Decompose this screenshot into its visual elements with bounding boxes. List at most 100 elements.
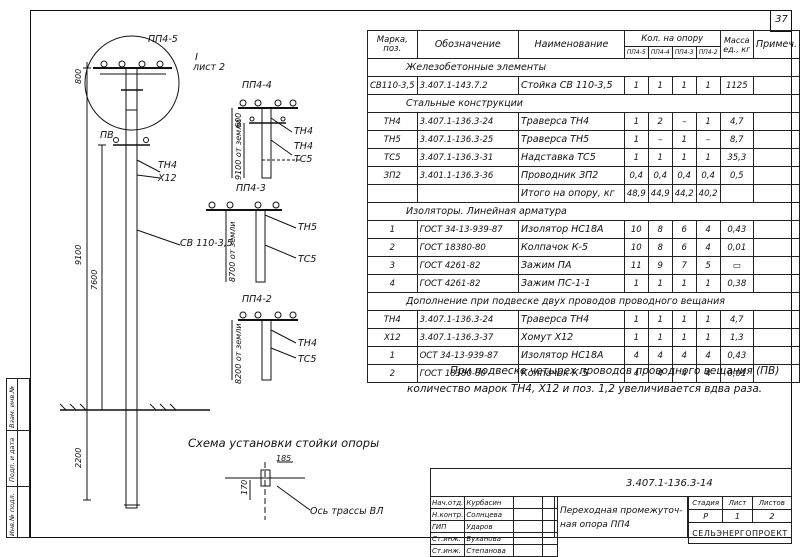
spec-cell: ТН5: [367, 130, 418, 149]
spec-cell: ТН4: [367, 310, 418, 329]
spec-cell: ГОСТ 18380-80: [416, 238, 519, 257]
stamp-replace: Взам. инв.№: [8, 385, 16, 428]
spec-section-title: Стальные конструкции: [367, 94, 800, 113]
spec-cell: 1: [695, 328, 721, 347]
label-tn4-main: ТН4: [158, 160, 177, 171]
spec-cell: [752, 220, 800, 239]
spec-cell: 1: [671, 328, 697, 347]
spec-cell: [752, 274, 800, 293]
spec-cell: 6: [671, 220, 697, 239]
th-note: Примеч.: [752, 30, 800, 59]
spec-cell: Изолятор НС18А: [517, 346, 625, 365]
spec-cell: 3.407.1-136.3-31: [416, 148, 519, 167]
spec-cell: Итого на опору, кг: [517, 184, 625, 203]
spec-cell: 4: [647, 364, 673, 383]
spec-table: Марка, поз. Обозначение Наименование Кол…: [367, 30, 800, 383]
spec-cell: 40,2: [695, 184, 721, 203]
spec-cell: ▭: [719, 256, 754, 275]
spec-section-row: Дополнение при подвеске двух проводов пр…: [367, 292, 800, 311]
signature-person: Ударов: [464, 520, 515, 533]
spec-section-title: Железобетонные элементы: [367, 58, 800, 77]
label-ts5-c: ТС5: [298, 354, 317, 365]
signature-row: Нач.отд.Курбасин: [429, 496, 559, 509]
dim-185: 185: [276, 454, 292, 463]
spec-cell: [752, 238, 800, 257]
spec-cell: 1: [623, 274, 649, 293]
spec-cell: [367, 184, 418, 203]
spec-cell: [752, 112, 800, 131]
label-pv: ПВ: [100, 130, 114, 141]
signature-person: Буханова: [464, 532, 515, 545]
label-tn4-a: ТН4: [294, 126, 313, 137]
spec-cell: ТН4: [367, 112, 418, 131]
spec-cell: СВ110-3,5: [367, 76, 418, 95]
stage-value: Р: [687, 509, 724, 523]
spec-cell: 1: [623, 148, 649, 167]
dim-ground-9100: 9100 от земли: [234, 119, 243, 180]
spec-cell: ГОСТ 4261-82: [416, 256, 519, 275]
spec-cell: [752, 166, 800, 185]
spec-cell: 4: [623, 346, 649, 365]
spec-cell: Стойка СВ 110-3,5: [517, 76, 625, 95]
th-mark: Марка, поз.: [367, 30, 418, 59]
spec-cell: 44,9: [647, 184, 673, 203]
signature-mark: [513, 508, 544, 521]
sheet-value: 1: [722, 509, 753, 523]
th-mass: Масса ед., кг: [719, 30, 754, 59]
spec-cell: 0,38: [719, 274, 754, 293]
spec-cell: 4: [695, 238, 721, 257]
spec-cell: 4: [671, 364, 697, 383]
spec-cell: 1: [623, 310, 649, 329]
dim-ground-8700: 8700 от земли: [228, 221, 237, 282]
doc-code: 3.407.1-136.3-14: [626, 478, 713, 489]
spec-cell: 1: [623, 130, 649, 149]
spec-cell: 4: [695, 346, 721, 365]
label-tn4-b: ТН4: [294, 141, 313, 152]
spec-cell: 1: [695, 274, 721, 293]
signature-mark: [513, 496, 544, 509]
spec-cell: 1: [623, 112, 649, 131]
spec-cell: 3.407.1-136.3-37: [416, 328, 519, 347]
spec-cell: 0,5: [719, 166, 754, 185]
signature-mark: [513, 544, 544, 557]
spec-cell: 4: [695, 220, 721, 239]
spec-cell: –: [647, 130, 673, 149]
th-qty-sub: ПП4-3: [671, 46, 697, 59]
note-line-2: количество марок ТН4, Х12 и поз. 1,2 уве…: [407, 383, 763, 395]
label-tn4-c: ТН4: [298, 338, 317, 349]
dim-ground-8200: 8200 от земли: [234, 323, 243, 384]
side-stamp: Инв.№ подл. Подп. и дата Взам. инв.№: [6, 378, 30, 538]
spec-cell: Зажим ПС-1-1: [517, 274, 625, 293]
spec-cell: 0,43: [719, 220, 754, 239]
dim-7600: 7600: [90, 269, 99, 290]
spec-cell: 1: [695, 148, 721, 167]
spec-cell: [752, 364, 800, 383]
spec-cell: Колпачок К-5: [517, 364, 625, 383]
signature-row: Н.контр.Солнцева: [429, 508, 559, 521]
signature-person: Курбасин: [464, 496, 515, 509]
spec-cell: 8,7: [719, 130, 754, 149]
spec-cell: ГОСТ 18380-80: [416, 364, 519, 383]
spec-cell: ОСТ 34-13-939-87: [416, 346, 519, 365]
spec-cell: Колпачок К-5: [517, 238, 625, 257]
spec-cell: 7: [671, 256, 697, 275]
signature-person: Степанова: [464, 544, 515, 557]
spec-cell: 48,9: [623, 184, 649, 203]
spec-cell: [416, 184, 519, 203]
spec-cell: 4: [671, 346, 697, 365]
spec-cell: 8: [647, 238, 673, 257]
spec-cell: 4: [367, 274, 418, 293]
spec-cell: 5: [695, 256, 721, 275]
spec-cell: Надставка ТС5: [517, 148, 625, 167]
th-qty-sub: ПП4-4: [647, 46, 673, 59]
label-tn5: ТН5: [298, 222, 317, 233]
stamp-inv: Инв.№ подл.: [8, 493, 16, 536]
spec-cell: [752, 148, 800, 167]
spec-cell: Траверса ТН4: [517, 112, 625, 131]
